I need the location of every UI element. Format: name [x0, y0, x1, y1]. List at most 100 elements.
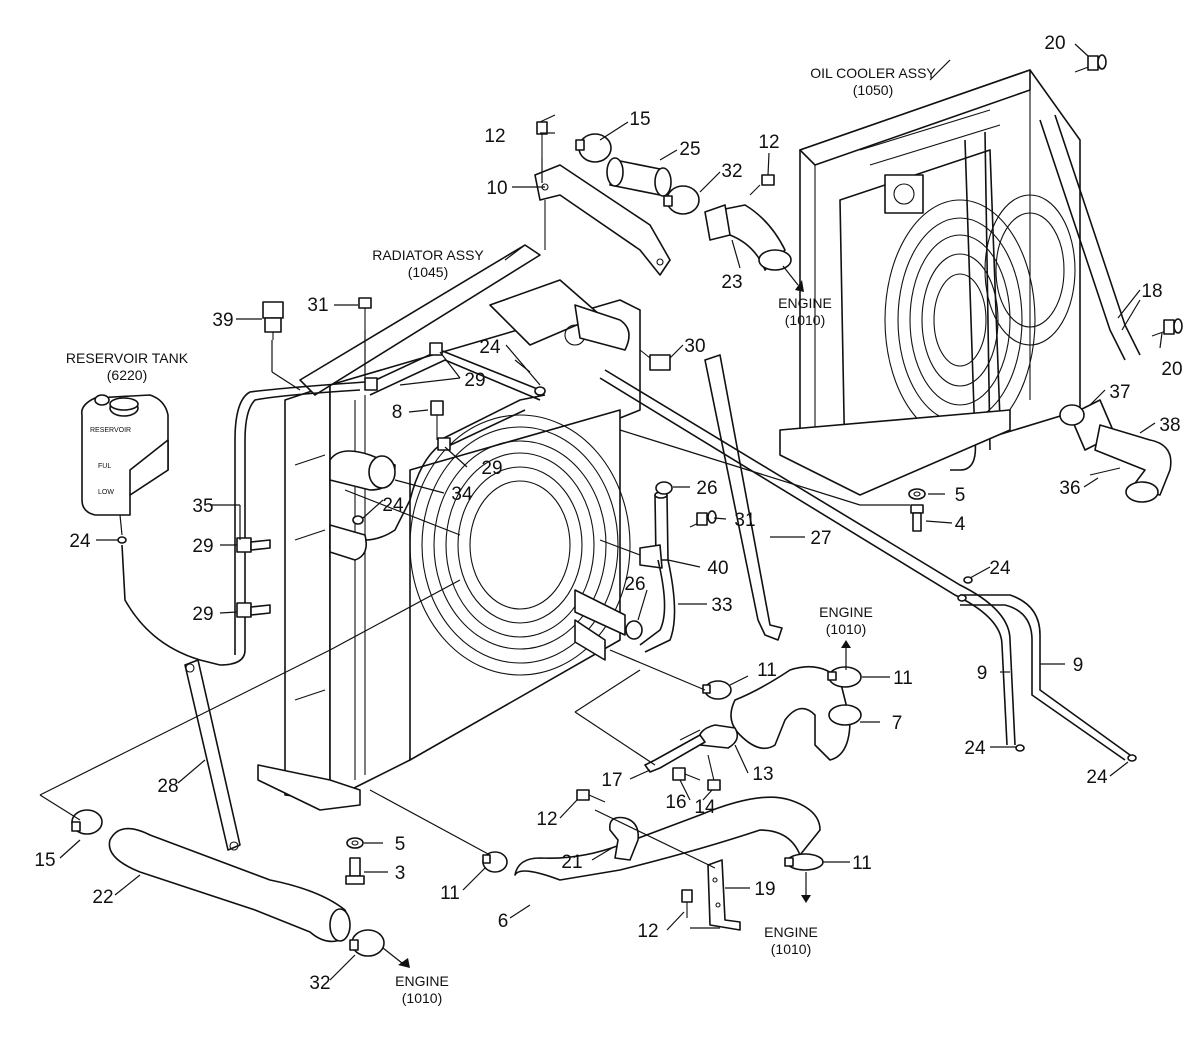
reservoir-title: RESERVOIR TANK: [66, 350, 189, 366]
bolt-31-top: [358, 297, 372, 380]
clamp-11-b: [784, 853, 824, 871]
callout-6: 6: [498, 911, 509, 932]
bracket-19: [707, 859, 741, 931]
engine-label: ENGINE: [778, 295, 832, 311]
callout-24-pipe: 24: [989, 558, 1011, 579]
callout-24-mid: 24: [382, 495, 404, 516]
engine-labels: ENGINE (1010) ENGINE (1010) ENGINE (1010…: [395, 295, 873, 1006]
callout-12-lower: 12: [536, 809, 557, 830]
callout-33: 33: [711, 595, 732, 616]
engine-label: ENGINE: [819, 604, 873, 620]
callout-24-bottom-right: 24: [1086, 767, 1108, 788]
assembly-titles: OIL COOLER ASSY (1050) RADIATOR ASSY (10…: [66, 65, 937, 383]
bolt-12-bottom: [681, 889, 693, 918]
clamp-11-engine: [827, 666, 862, 688]
clamp-21: [608, 816, 640, 861]
callout-23: 23: [721, 272, 742, 293]
washer-5-lower: [346, 837, 364, 849]
engine-ref: (1010): [826, 621, 866, 637]
callout-32-lower: 32: [309, 973, 330, 994]
reservoir-low-mark: LOW: [98, 489, 114, 496]
washer-5-upper: [908, 488, 926, 500]
callout-12-right: 12: [758, 132, 779, 153]
callout-8: 8: [392, 402, 403, 423]
engine-label: ENGINE: [395, 973, 449, 989]
reservoir-tank: RESERVOIR FUL LOW: [80, 394, 169, 544]
callout-18: 18: [1141, 281, 1162, 302]
bolt-12-lower: [576, 789, 606, 803]
washer-26-a: [655, 481, 673, 495]
callout-31-top: 31: [307, 295, 328, 316]
callout-37: 37: [1109, 382, 1130, 403]
bracket-10: [534, 164, 671, 276]
pipe-9-right: [960, 594, 1131, 761]
washer-26-b: [625, 620, 643, 640]
callout-30: 30: [684, 336, 705, 357]
sensor-30: [639, 349, 671, 371]
callout-26-lower: 26: [624, 574, 645, 595]
callout-15-lower: 15: [34, 850, 55, 871]
callout-5-lower: 5: [395, 834, 406, 855]
callout-38: 38: [1159, 415, 1180, 436]
washer-24-a: [534, 386, 546, 396]
pipe-29-upper: [364, 342, 541, 401]
bolt-4: [910, 504, 924, 532]
bolt-20-top: [1074, 54, 1107, 73]
engine-arrows: [382, 265, 851, 968]
callout-20-right: 20: [1161, 359, 1182, 380]
stay-28: [184, 659, 241, 851]
callout-40: 40: [707, 558, 728, 579]
bolt-20-right: [1151, 318, 1183, 337]
hose-7: [730, 665, 862, 761]
callout-28: 28: [157, 776, 178, 797]
callout-4: 4: [955, 514, 966, 535]
rod-27: [704, 354, 783, 641]
callout-24-bottom-left: 24: [964, 738, 986, 759]
hose-22: [108, 827, 351, 943]
callout-17: 17: [601, 770, 622, 791]
washer-24-b: [352, 515, 364, 525]
radiator-title: RADIATOR ASSY: [372, 247, 484, 263]
pipe-25: [606, 157, 672, 197]
callout-12-bottom: 12: [637, 921, 658, 942]
oil-cooler-assembly: [779, 69, 1172, 503]
radiator-ref: (1045): [408, 264, 448, 280]
elbow-23: [704, 204, 792, 271]
callout-27: 27: [810, 528, 831, 549]
callout-5-upper: 5: [955, 485, 966, 506]
bolt-8: [430, 400, 444, 440]
clamp-32-lower: [349, 929, 385, 957]
bolt-12-top: [536, 121, 548, 183]
callout-25: 25: [679, 139, 700, 160]
oil-cooler-title: OIL COOLER ASSY: [810, 65, 936, 81]
callout-26-top: 26: [696, 478, 717, 499]
leader-lines: [39, 43, 1163, 981]
callout-9-left: 9: [977, 663, 988, 684]
reservoir-ref: (6220): [107, 367, 147, 383]
clamp-15-top: [575, 133, 612, 163]
callout-35: 35: [192, 496, 213, 517]
callout-39: 39: [212, 310, 233, 331]
clamp-11-a: [702, 680, 732, 700]
callout-29-a: 29: [192, 536, 213, 557]
pipe-40: [639, 491, 669, 569]
engine-ref: (1010): [771, 941, 811, 957]
reservoir-embossed-text: RESERVOIR: [90, 427, 131, 434]
callout-21: 21: [561, 852, 582, 873]
clamp-11-c: [482, 851, 508, 873]
hose-33: [639, 559, 676, 653]
callout-36: 36: [1059, 478, 1080, 499]
engine-ref: (1010): [785, 312, 825, 328]
callout-13: 13: [752, 764, 773, 785]
callout-29-lower: 29: [481, 458, 502, 479]
callout-29-upper: 29: [464, 370, 485, 391]
reservoir-full-mark: FUL: [98, 463, 111, 470]
bolt-16: [672, 767, 701, 781]
tube-35: [121, 381, 366, 666]
callout-11-b: 11: [852, 853, 872, 874]
sensor-39: [262, 301, 301, 391]
hose-6: [514, 796, 821, 881]
callout-24-top: 24: [479, 337, 501, 358]
oil-cooler-ref: (1050): [853, 82, 893, 98]
callout-14: 14: [694, 797, 716, 818]
